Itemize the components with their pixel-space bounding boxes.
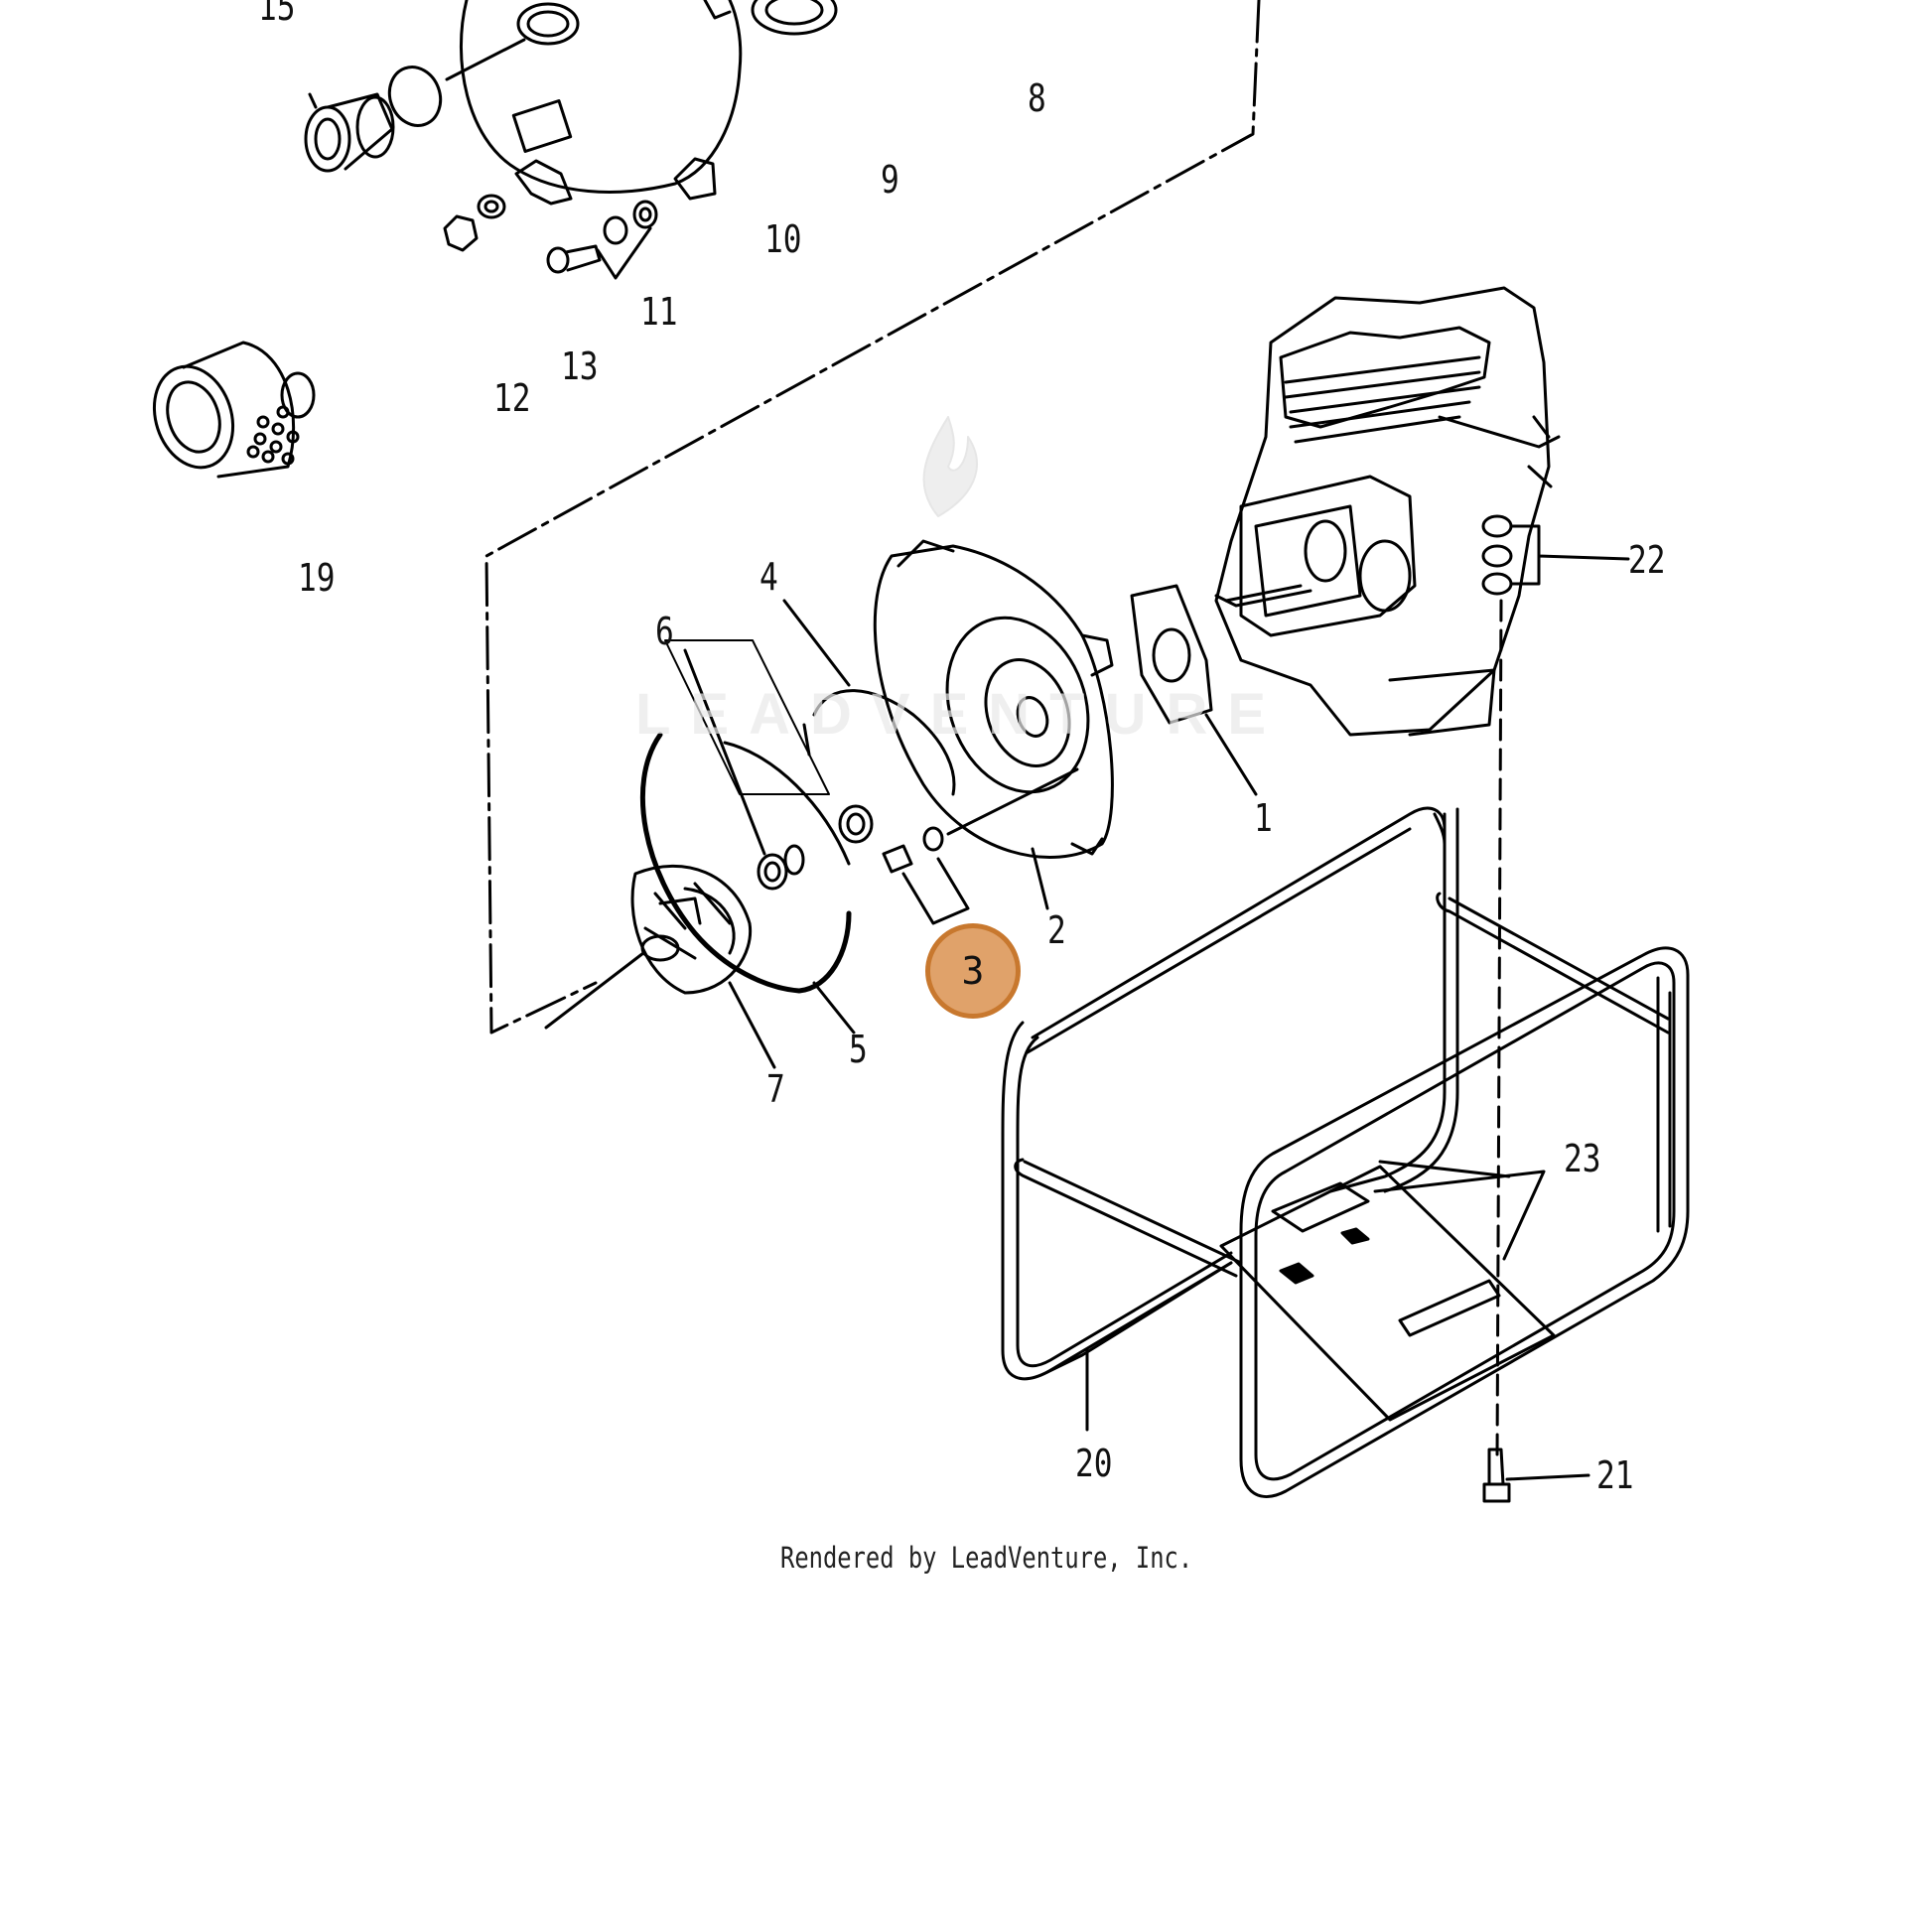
ring-seal-part: [751, 0, 838, 36]
mounting-flange-part: [873, 539, 1114, 910]
callout-21[interactable]: 21: [1596, 1453, 1634, 1497]
callout-13[interactable]: 13: [561, 345, 599, 388]
strainer-part: [152, 341, 316, 479]
callout-12[interactable]: 12: [493, 376, 531, 420]
callout-20[interactable]: 20: [1075, 1442, 1113, 1485]
callout-5[interactable]: 5: [849, 1028, 868, 1071]
callout-7[interactable]: 7: [766, 1067, 785, 1111]
callout-6[interactable]: 6: [655, 610, 674, 653]
callout-10[interactable]: 10: [764, 217, 802, 261]
callout-19[interactable]: 19: [298, 556, 336, 600]
callout-11[interactable]: 11: [640, 290, 678, 334]
callout-9[interactable]: 9: [881, 158, 899, 202]
callout-15[interactable]: 15: [258, 0, 296, 29]
watermark-text: LEADVENTURE: [635, 682, 1287, 747]
callout-1[interactable]: 1: [1254, 796, 1273, 840]
o-ring-part: [387, 66, 443, 127]
impeller-part: [544, 864, 776, 1069]
callout-2[interactable]: 2: [1047, 908, 1066, 952]
callout-3-highlighted[interactable]: 3: [925, 923, 1021, 1019]
frame-part: [1001, 806, 1690, 1498]
gasket-part: [1130, 584, 1258, 796]
seal-assembly-part: [838, 767, 1079, 925]
callout-8[interactable]: 8: [1028, 76, 1046, 120]
hose-fitting-part: [304, 92, 395, 173]
callout-4[interactable]: 4: [759, 555, 778, 599]
callout-22[interactable]: 22: [1628, 538, 1666, 582]
render-credit: Rendered by LeadVenture, Inc.: [780, 1541, 1193, 1575]
bolt-washer-set: [546, 200, 658, 280]
engine-nut-part: [1481, 514, 1513, 538]
frame-bolt-part: [1482, 1448, 1590, 1503]
engine-part: [1214, 286, 1561, 737]
callout-23[interactable]: 23: [1564, 1137, 1601, 1180]
backplate-seal-part: [640, 732, 852, 994]
pump-housing-part: [459, 0, 743, 206]
drain-plug-part: [443, 194, 506, 252]
impeller-washer-part: [664, 639, 830, 891]
o-ring-large-part: [812, 689, 956, 796]
